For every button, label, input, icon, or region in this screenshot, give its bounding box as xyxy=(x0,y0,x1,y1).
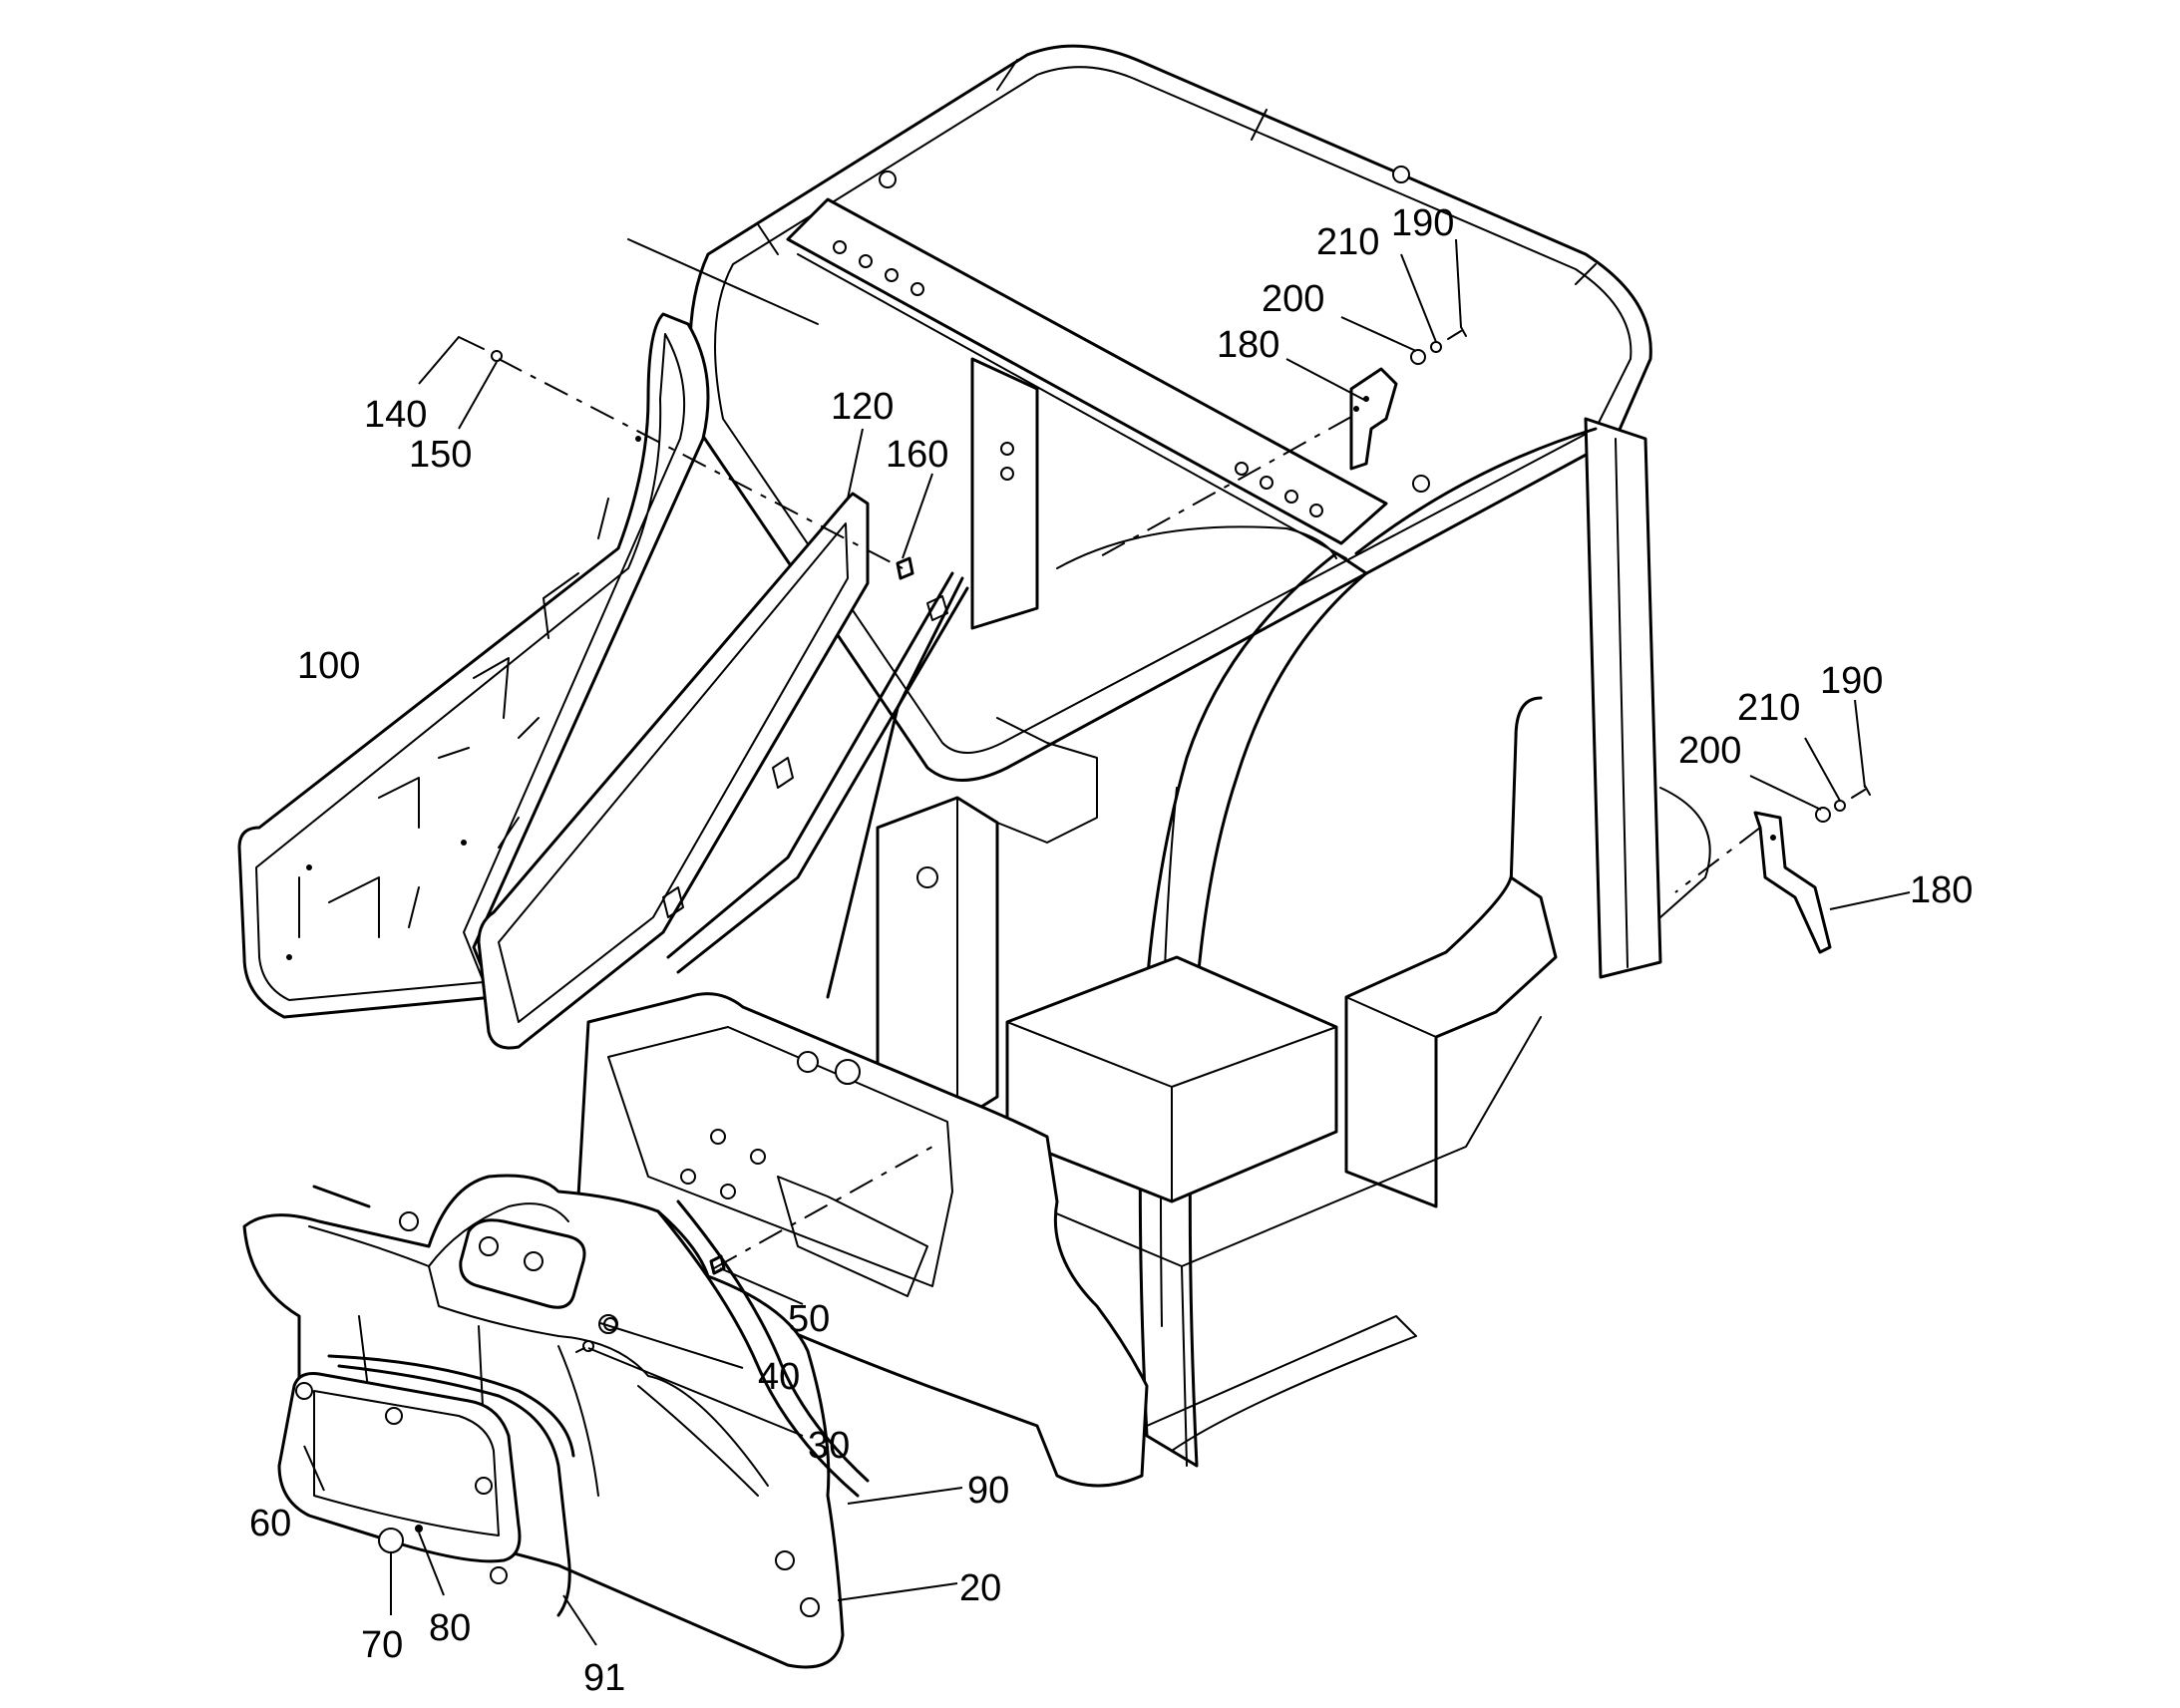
rear-roof-arc xyxy=(1354,427,1598,555)
label-80: 80 xyxy=(429,1607,471,1649)
assembly-lines xyxy=(498,238,1761,1269)
label-90: 90 xyxy=(967,1470,1009,1512)
door-glass-frame xyxy=(477,492,870,1050)
dashboard-bracket xyxy=(777,1176,928,1297)
label-200-top: 200 xyxy=(1262,278,1324,320)
rail-hole-group xyxy=(833,166,1430,517)
label-20: 20 xyxy=(959,1567,1001,1609)
label-60: 60 xyxy=(249,1503,291,1544)
label-190-right: 190 xyxy=(1820,660,1883,702)
callout-labels: 190 210 200 180 140 150 120 160 100 190 … xyxy=(249,202,1973,1699)
center-post xyxy=(970,357,1039,630)
label-180-right: 180 xyxy=(1910,869,1973,911)
door-glass-strip xyxy=(666,571,969,974)
front-cover-lip xyxy=(308,1202,769,1487)
fastener-140-150 xyxy=(458,336,503,362)
label-150: 150 xyxy=(409,434,472,476)
screw-80 xyxy=(415,1525,423,1533)
fastener-stack-right xyxy=(1815,785,1871,823)
label-140: 140 xyxy=(364,394,427,436)
front-glass-100 xyxy=(237,312,710,1019)
dashboard-frame xyxy=(576,992,1149,1488)
label-180-top: 180 xyxy=(1217,324,1279,366)
side-strip-90 xyxy=(312,1185,870,1498)
cab-frame xyxy=(576,44,1711,1488)
seat-back-panel xyxy=(1344,875,1558,1208)
clip-160 xyxy=(896,556,914,580)
label-210-top: 210 xyxy=(1316,221,1379,263)
label-30: 30 xyxy=(808,1425,850,1467)
front-roof-rail xyxy=(786,197,1388,545)
label-40: 40 xyxy=(758,1356,800,1398)
front-glass-panel xyxy=(237,312,710,1019)
inner-cover-face xyxy=(313,1390,500,1537)
label-200-right: 200 xyxy=(1678,730,1741,772)
inner-cover-60 xyxy=(277,1354,575,1617)
label-190-top: 190 xyxy=(1391,202,1454,244)
seal-91 xyxy=(327,1354,575,1617)
knob-70 xyxy=(378,1528,404,1553)
rear-rim xyxy=(1659,787,1711,918)
front-glass-inner xyxy=(255,333,686,1001)
door-hinge xyxy=(662,595,948,918)
bracket-180-top xyxy=(1349,367,1398,471)
right-door-base xyxy=(1146,1315,1417,1452)
rear-floor-ring xyxy=(1056,525,1337,569)
bracket-180-right xyxy=(1753,811,1832,954)
label-160: 160 xyxy=(886,434,948,476)
label-91: 91 xyxy=(583,1657,625,1699)
dashboard-inner xyxy=(607,1026,953,1287)
leader-lines xyxy=(303,238,1911,1646)
console-bracket xyxy=(996,717,1098,844)
right-rear-post-face xyxy=(1615,438,1629,968)
label-50: 50 xyxy=(788,1298,830,1340)
glass-decal xyxy=(298,498,609,938)
label-100: 100 xyxy=(297,645,360,687)
label-210-right: 210 xyxy=(1737,687,1800,729)
door-glass-inner xyxy=(498,522,849,1023)
inner-cover-panel xyxy=(277,1372,522,1563)
fastener-stack-top xyxy=(1410,326,1467,365)
door-glass-120 xyxy=(477,492,969,1050)
front-roof-rail-lip xyxy=(797,253,1347,559)
right-rear-post xyxy=(1584,417,1662,979)
roof-corner-trim xyxy=(757,59,1597,285)
label-120: 120 xyxy=(831,386,894,428)
label-70: 70 xyxy=(361,1624,403,1666)
